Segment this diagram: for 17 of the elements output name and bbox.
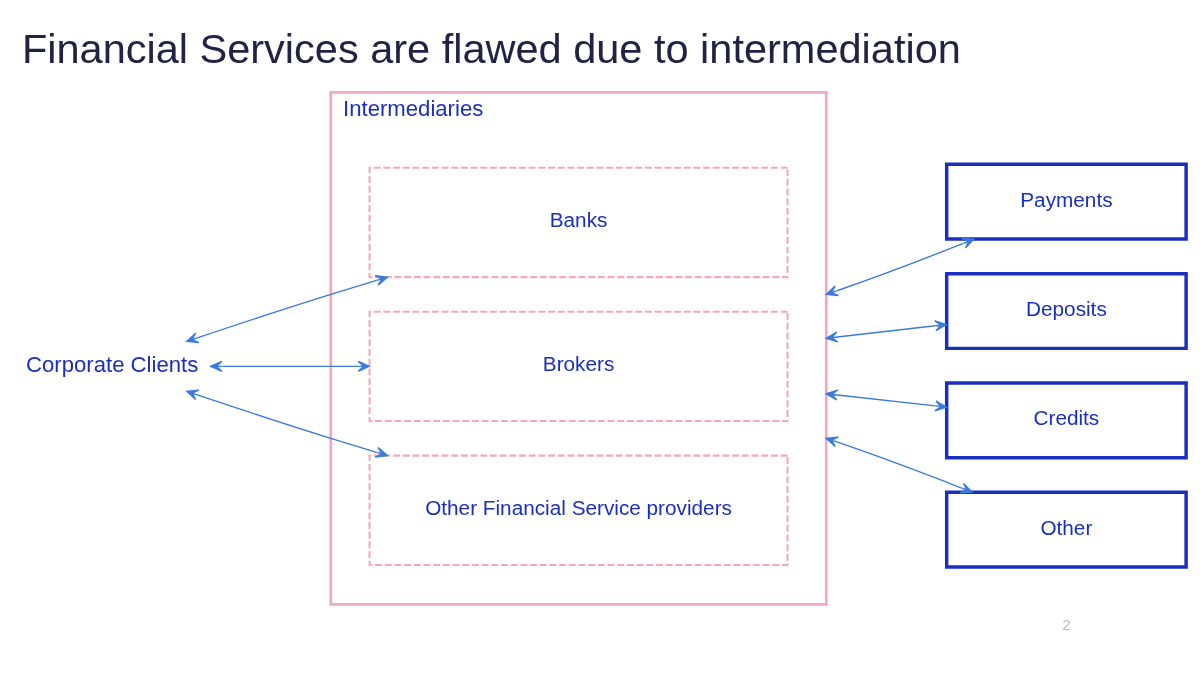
node-box: Other xyxy=(944,490,1188,569)
diagram-title: Financial Services are flawed due to intermediation xyxy=(21,24,961,72)
node-box: Deposits xyxy=(944,271,1188,350)
arrow xyxy=(825,388,948,412)
arrow xyxy=(186,274,388,343)
node-box: Payments xyxy=(944,162,1188,241)
node-box: Credits xyxy=(944,380,1188,459)
arrow xyxy=(210,360,371,372)
node-box: Other Financial Service providers xyxy=(368,454,789,566)
node-text: Corporate Clients xyxy=(26,351,199,377)
arrow xyxy=(825,237,975,296)
arrow xyxy=(186,388,388,458)
node-box: Banks xyxy=(368,166,789,278)
arrow xyxy=(825,436,973,493)
label: 2 xyxy=(1062,615,1071,633)
node-box: Brokers xyxy=(368,310,789,422)
arrow xyxy=(825,319,948,343)
